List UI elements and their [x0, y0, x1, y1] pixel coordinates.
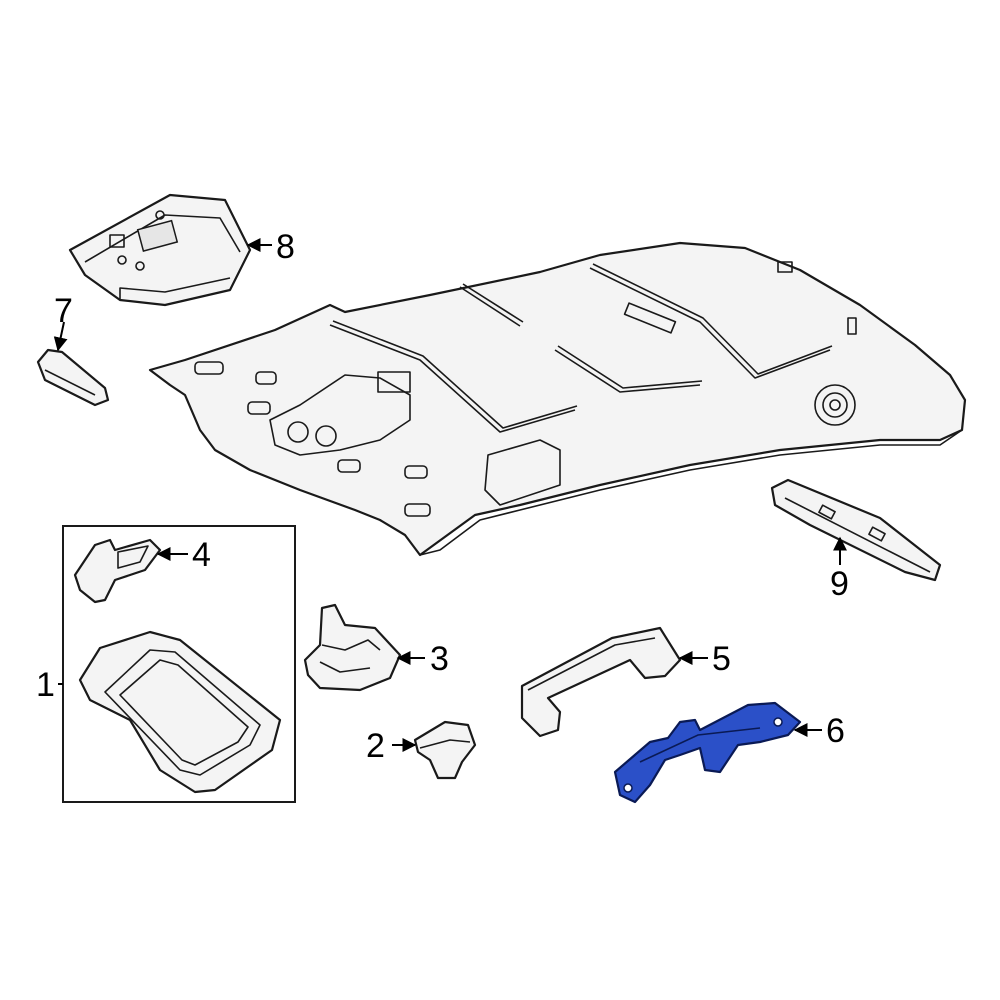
callout-9: 9 [830, 565, 849, 603]
callout-3: 3 [430, 640, 449, 678]
vanity-mirror [78, 630, 282, 794]
clip-cover [36, 348, 110, 407]
reinforcement-bracket [613, 701, 802, 804]
mount-bracket [303, 603, 402, 692]
group-box [62, 525, 296, 803]
retainer-clip [413, 720, 477, 780]
trim-rail [770, 478, 942, 582]
callout-6: 6 [826, 712, 845, 750]
headliner [148, 241, 967, 557]
callout-1: 1 [36, 666, 55, 704]
callout-4: 4 [192, 536, 211, 574]
grab-handle [520, 626, 682, 738]
callout-7: 7 [54, 292, 73, 330]
leader-7 [53, 321, 68, 352]
overhead-console [68, 193, 252, 307]
callout-8: 8 [276, 228, 295, 266]
visor-bracket [73, 538, 162, 604]
callout-2: 2 [366, 727, 385, 765]
callout-5: 5 [712, 640, 731, 678]
